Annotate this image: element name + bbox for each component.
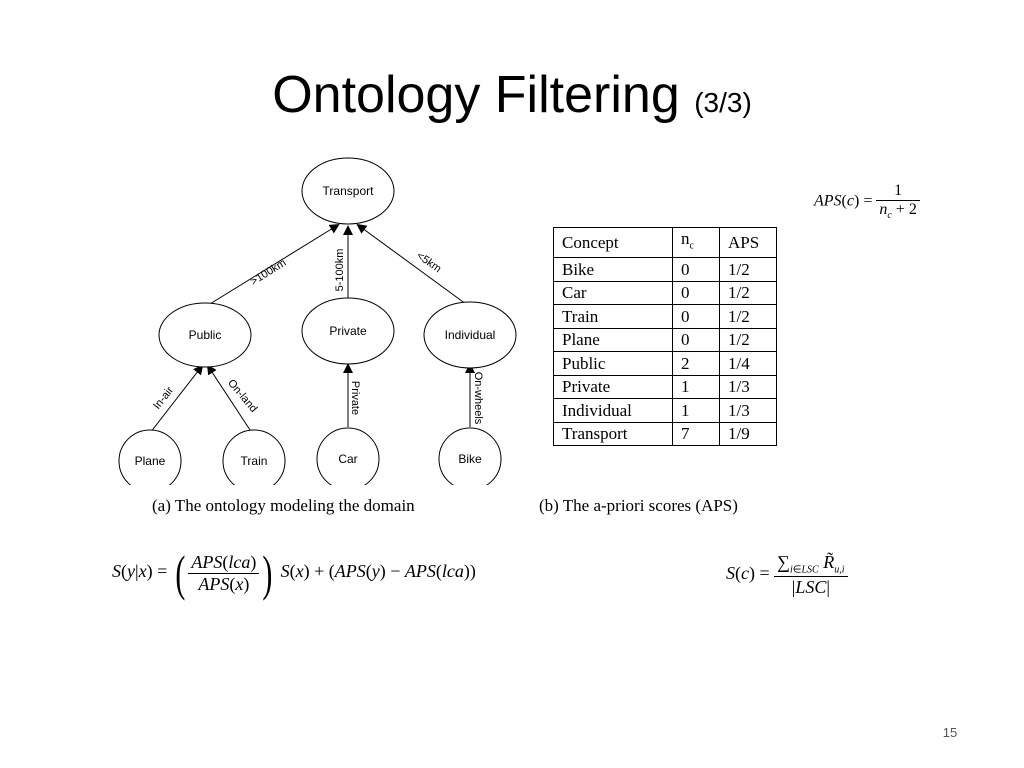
- node-bike: Bike: [438, 427, 502, 485]
- cell-aps: 1/4: [719, 351, 777, 376]
- node-individual: Individual: [423, 301, 517, 369]
- cell-concept: Bike: [553, 257, 673, 282]
- cell-nc: 1: [672, 374, 720, 400]
- edge-individual-transport: [356, 223, 471, 308]
- header-concept: Concept: [553, 226, 673, 259]
- cell-nc: 2: [672, 351, 720, 376]
- cell-concept: Public: [553, 351, 673, 376]
- svg-text:Transport: Transport: [323, 184, 375, 198]
- edge-public-transport: [204, 223, 340, 308]
- edge-label-5-100km: 5-100km: [334, 249, 346, 292]
- cell-nc: 1: [672, 398, 720, 423]
- svg-text:Public: Public: [189, 328, 222, 342]
- ontology-caption: (a) The ontology modeling the domain: [152, 496, 415, 515]
- cell-nc: 0: [672, 304, 720, 329]
- table-row: Individual 1 1/3: [553, 398, 777, 423]
- table-row: Public 2 1/4: [553, 351, 777, 376]
- ontology-diagram: >100km 5-100km <5km In-air On-land Priva…: [118, 157, 517, 485]
- table-row: Bike 0 1/2: [553, 257, 777, 282]
- aps-table: Concept nc APS Bike 0 1/2 Car 0 1/2 Trai…: [553, 226, 777, 447]
- svg-text:Car: Car: [338, 452, 357, 466]
- edge-label-5km: <5km: [414, 250, 443, 275]
- edge-label-private: Private: [349, 381, 361, 415]
- title-main: Ontology Filtering: [272, 66, 680, 124]
- cell-aps: 1/2: [719, 257, 777, 282]
- node-car: Car: [316, 427, 380, 485]
- table-row: Car 0 1/2: [553, 280, 777, 306]
- cell-concept: Train: [553, 304, 673, 329]
- svg-text:Private: Private: [329, 324, 367, 338]
- cell-aps: 1/2: [719, 327, 777, 353]
- cell-aps: 1/2: [719, 304, 777, 329]
- cell-nc: 0: [672, 327, 720, 353]
- header-nc: nc: [672, 226, 720, 259]
- page-number: 15: [942, 725, 958, 740]
- edge-label-on-wheels: On-wheels: [472, 372, 484, 425]
- aps-caption: (b) The a-priori scores (APS): [539, 496, 738, 515]
- edge-train-public: [206, 364, 253, 434]
- table-row: Train 0 1/2: [553, 304, 777, 329]
- cell-nc: 0: [672, 257, 720, 282]
- svg-text:Individual: Individual: [445, 328, 496, 342]
- node-private: Private: [301, 297, 395, 365]
- cell-nc: 0: [672, 280, 720, 306]
- cell-concept: Plane: [553, 327, 673, 353]
- cell-aps: 1/3: [719, 374, 777, 400]
- slide-title: Ontology Filtering (3/3): [0, 62, 1024, 136]
- edge-label-in-air: In-air: [151, 384, 176, 411]
- cell-aps: 1/2: [719, 280, 777, 306]
- table-row: Plane 0 1/2: [553, 327, 777, 353]
- header-aps: APS: [719, 226, 777, 259]
- table-header-row: Concept nc APS: [553, 226, 777, 259]
- cell-concept: Private: [553, 374, 673, 400]
- edge-label-100km: >100km: [249, 257, 289, 288]
- cell-nc: 7: [672, 421, 720, 447]
- cell-concept: Individual: [553, 398, 673, 423]
- cell-concept: Transport: [553, 421, 673, 447]
- svg-text:Bike: Bike: [458, 452, 482, 466]
- svg-text:Plane: Plane: [135, 454, 166, 468]
- cell-aps: 1/3: [719, 398, 777, 423]
- svg-text:Train: Train: [241, 454, 268, 468]
- table-row: Private 1 1/3: [553, 374, 777, 400]
- edge-plane-public: [149, 364, 204, 434]
- node-train: Train: [222, 429, 286, 485]
- edge-label-on-land: On-land: [225, 377, 259, 415]
- table-row: Transport 7 1/9: [553, 421, 777, 447]
- cell-aps: 1/9: [719, 421, 777, 447]
- similarity-formula: S(y|x) = (APS(lca)APS(x)) S(x) + (APS(y)…: [112, 545, 476, 601]
- node-plane: Plane: [118, 429, 182, 485]
- title-sub: (3/3): [694, 87, 752, 118]
- node-transport: Transport: [301, 157, 395, 225]
- score-formula: S(c) = ∑i∈LSC R̃u,i|LSC|: [726, 552, 848, 598]
- cell-concept: Car: [553, 280, 673, 306]
- node-public: Public: [158, 302, 252, 368]
